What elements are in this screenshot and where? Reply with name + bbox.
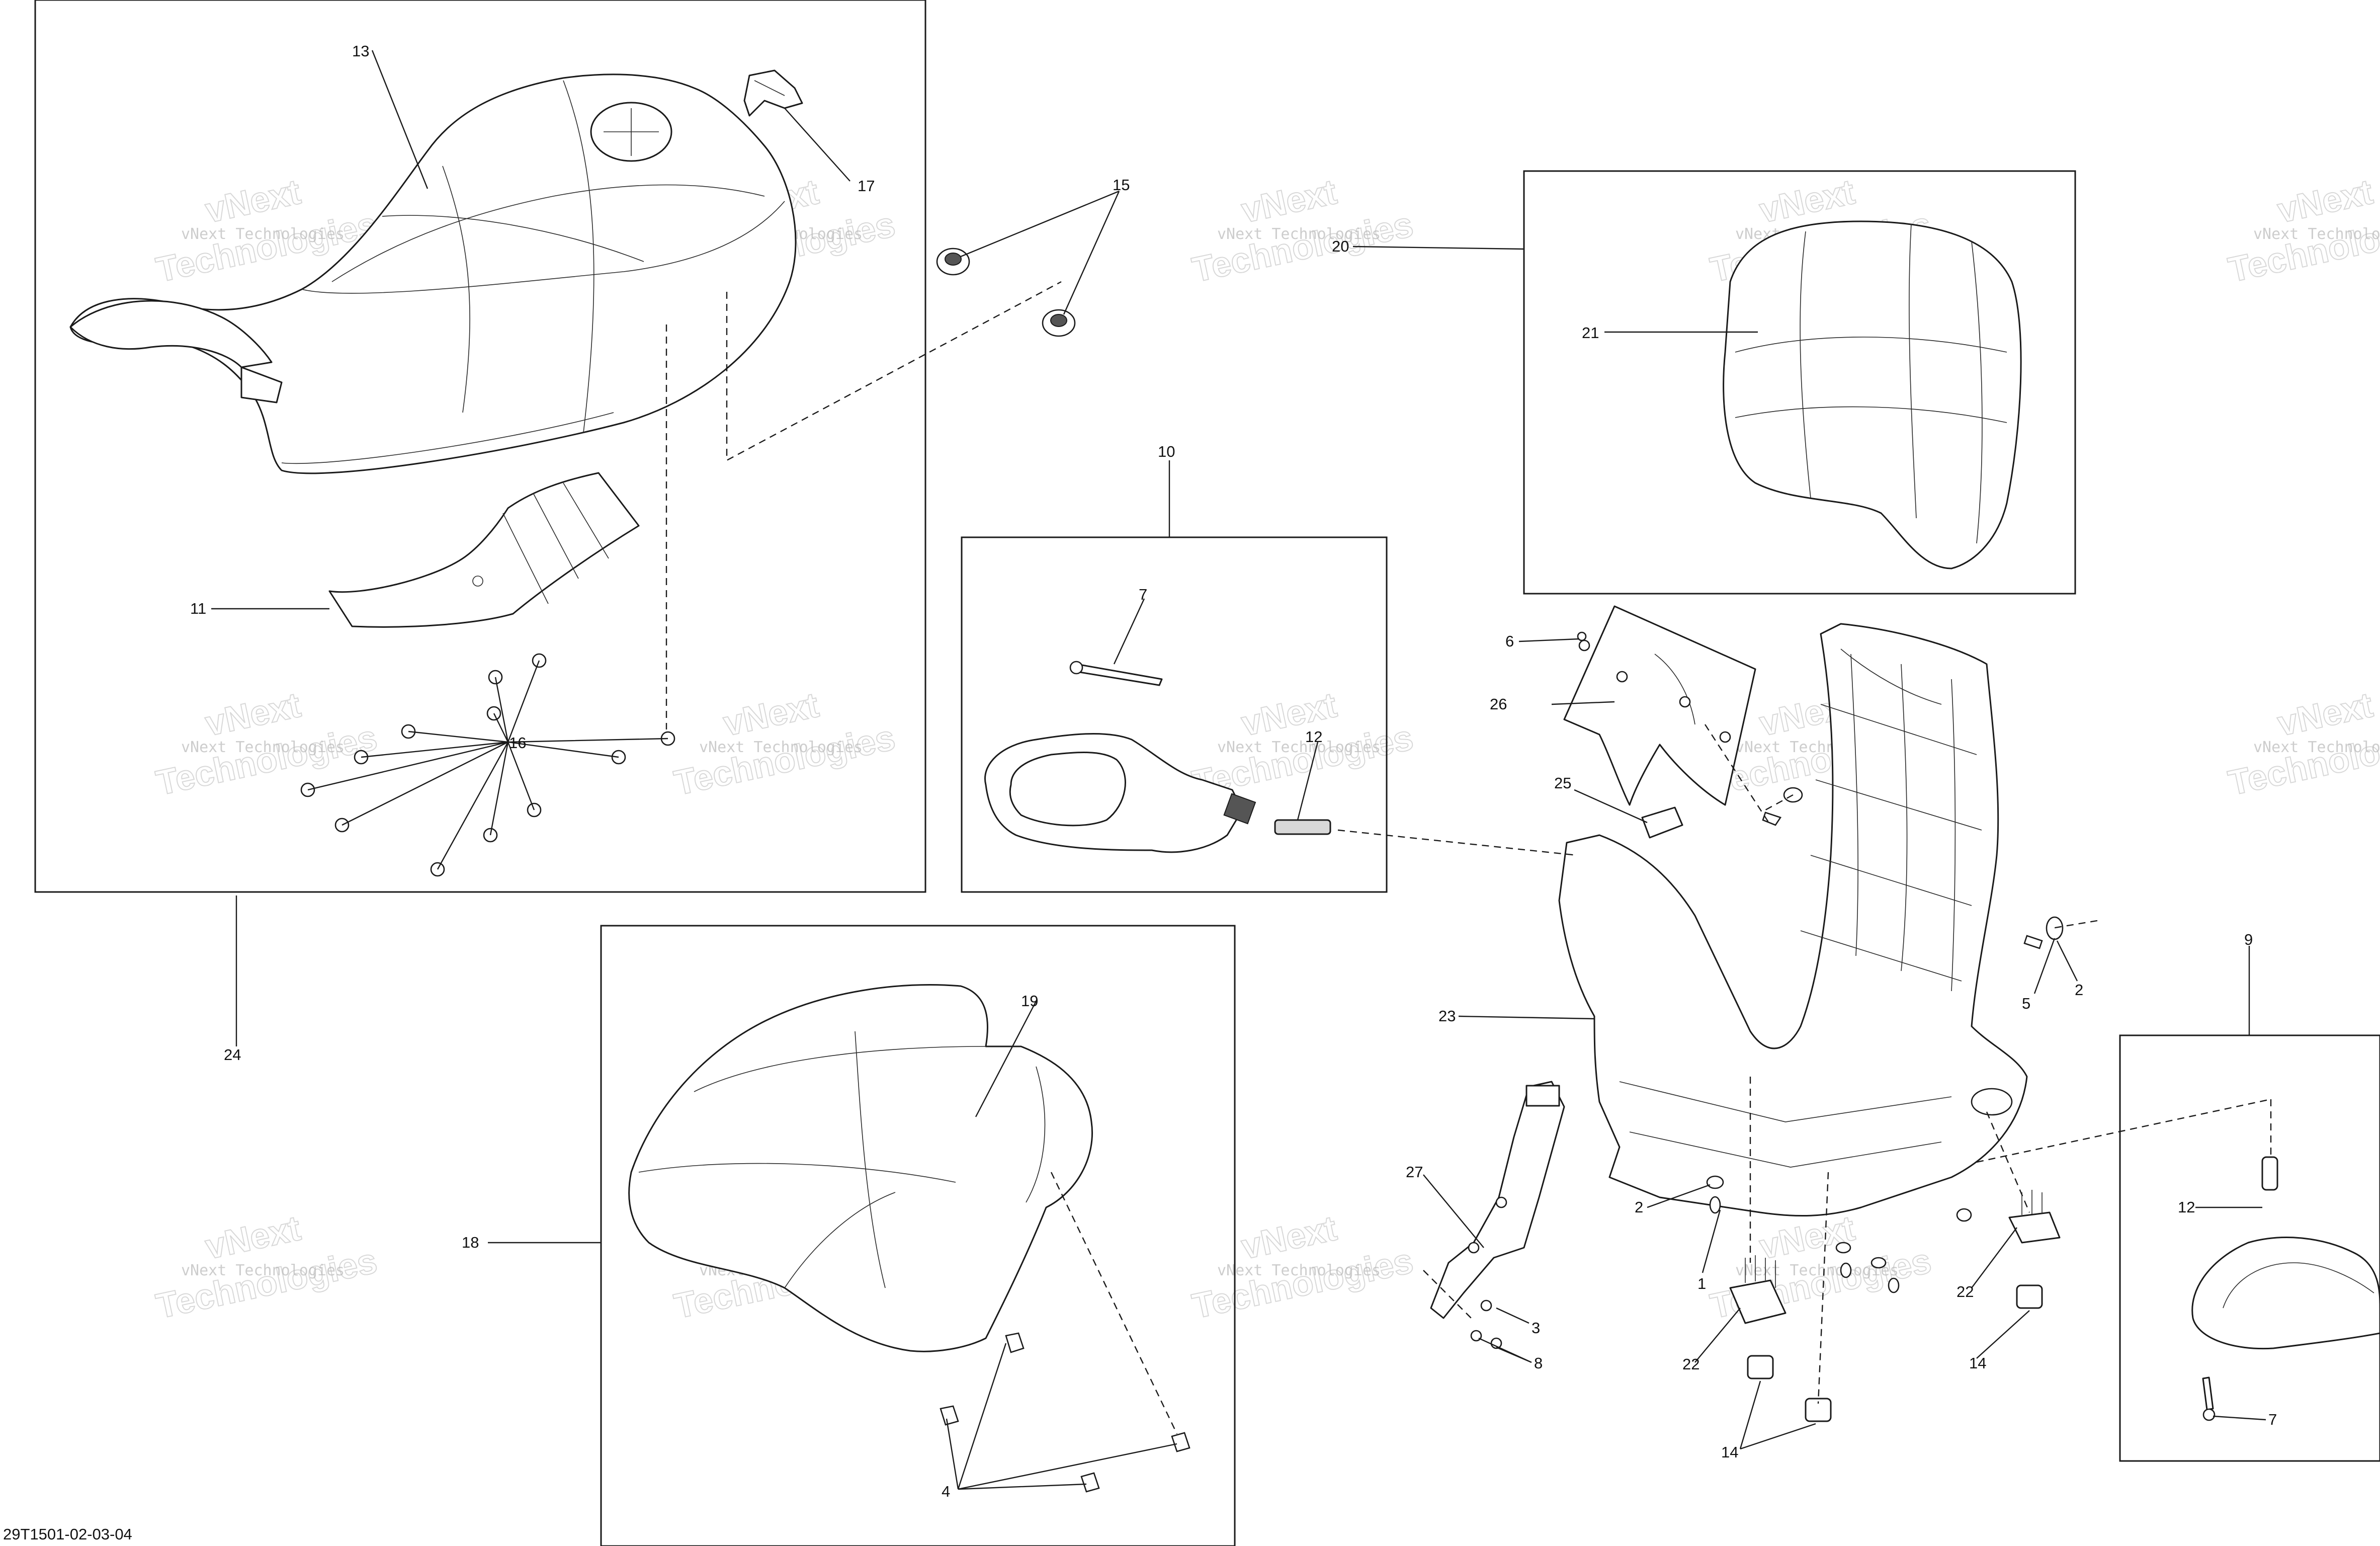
watermark: vNext Technologies vNext Technologies: [2225, 172, 2380, 290]
svg-text:vNext: vNext: [720, 685, 822, 744]
callout-17: 17: [858, 177, 875, 195]
watermark: vNext Technologies vNext Technologies: [1188, 172, 1417, 290]
grommets: [300, 653, 675, 877]
callout-9: 9: [2244, 931, 2253, 948]
svg-text:vNext Technologies: vNext Technologies: [181, 739, 345, 756]
svg-text:vNext: vNext: [1238, 685, 1340, 744]
callout-13: 13: [352, 42, 369, 60]
callout-4: 4: [942, 1483, 950, 1500]
svg-text:vNext: vNext: [202, 172, 304, 230]
svg-text:vNext Technologies: vNext Technologies: [181, 1262, 345, 1279]
backrest-cushion-frame: [1523, 170, 2076, 595]
seat-latch-clip: [743, 69, 803, 117]
grab-handle-frame: [961, 536, 1388, 893]
rubber-bumpers: [1747, 1284, 2043, 1422]
callout-27: 27: [1406, 1163, 1423, 1181]
callout-22-right: 22: [1957, 1283, 1974, 1300]
callout-23: 23: [1438, 1007, 1456, 1025]
callout-6: 6: [1505, 632, 1514, 650]
svg-text:vNext Technologies: vNext Technologies: [2253, 225, 2380, 243]
grab-handle: [984, 661, 1256, 853]
seat-frame: [1558, 623, 2028, 1217]
callout-8: 8: [1534, 1354, 1543, 1372]
frame-hardware: [1577, 631, 2064, 1293]
driver-backrest: [628, 984, 1093, 1352]
svg-text:vNext Technologies: vNext Technologies: [2253, 739, 2380, 756]
passenger-grab-handle: [2191, 1156, 2380, 1421]
callout-3: 3: [1532, 1319, 1540, 1337]
svg-text:vNext: vNext: [1756, 1208, 1858, 1267]
callout-11: 11: [190, 600, 206, 617]
callout-24: 24: [224, 1046, 241, 1064]
callout-12-passenger: 12: [2178, 1198, 2195, 1216]
svg-text:vNext: vNext: [2274, 685, 2376, 744]
svg-text:vNext: vNext: [1238, 172, 1340, 230]
driver-backrest-frame: [600, 925, 1236, 1546]
callout-15: 15: [1113, 176, 1130, 194]
leader-lines: [211, 50, 2266, 1490]
callout-2-left: 2: [1635, 1198, 1643, 1216]
watermark: vNext Technologies vNext Technologies: [1188, 1208, 1417, 1327]
svg-text:vNext Technologies: vNext Technologies: [699, 739, 863, 756]
callout-16: 16: [509, 734, 526, 752]
watermark: vNext Technologies vNext Technologies: [152, 685, 381, 803]
grommet-nuts: [936, 248, 1076, 337]
svg-text:vNext: vNext: [2274, 172, 2376, 230]
svg-text:vNext Technologies: vNext Technologies: [1217, 1262, 1381, 1279]
callout-1: 1: [1697, 1275, 1706, 1292]
svg-text:vNext: vNext: [202, 685, 304, 744]
svg-text:vNext Technologies: vNext Technologies: [181, 225, 345, 243]
svg-text:vNext Technologies: vNext Technologies: [1217, 225, 1381, 243]
callout-5: 5: [2022, 995, 2030, 1012]
svg-text:vNext: vNext: [202, 1208, 304, 1267]
callout-18: 18: [462, 1234, 479, 1251]
callout-14-right: 14: [1969, 1354, 1986, 1372]
stud-plates: [1729, 1190, 2061, 1324]
seat-cushion: [69, 73, 797, 474]
pin: [1274, 819, 1331, 835]
callout-19: 19: [1021, 992, 1038, 1010]
watermark: vNext Technologies vNext Technologies: [670, 685, 899, 803]
watermark: vNext Technologies vNext Technologies: [152, 1208, 381, 1327]
latch-tab: [1641, 806, 1683, 839]
fastener-clips: [940, 1332, 1191, 1493]
callout-21: 21: [1582, 324, 1599, 342]
backrest-cushion: [1723, 220, 2022, 569]
callout-12-handle: 12: [1305, 728, 1322, 746]
callout-labels: 13 17 15 11 16 24 10 7 12 20 21 6 26 25 …: [190, 42, 2277, 1500]
callout-26: 26: [1490, 695, 1507, 713]
heat-shield: [328, 472, 640, 628]
callout-22-left: 22: [1682, 1355, 1699, 1373]
reference-lines: [665, 281, 2272, 1434]
diagram-code: 29T1501-02-03-04: [3, 1525, 132, 1543]
watermark: vNext Technologies vNext Technologies: [1188, 685, 1417, 803]
watermark: vNext Technologies vNext Technologies: [2225, 685, 2380, 803]
callout-14-left: 14: [1721, 1443, 1738, 1461]
svg-text:vNext Technologies: vNext Technologies: [1217, 739, 1381, 756]
callout-10: 10: [1158, 443, 1175, 460]
seat-assembly-frame: [34, 0, 926, 893]
callout-20: 20: [1332, 237, 1349, 255]
callout-25: 25: [1554, 774, 1571, 792]
svg-text:vNext: vNext: [1238, 1208, 1340, 1267]
callout-7-handle: 7: [1139, 586, 1147, 603]
passenger-handle-frame: [2119, 1034, 2380, 1462]
upper-panel: [1563, 605, 1756, 806]
callout-7-passenger: 7: [2268, 1411, 2277, 1428]
callout-2-right: 2: [2075, 981, 2083, 999]
